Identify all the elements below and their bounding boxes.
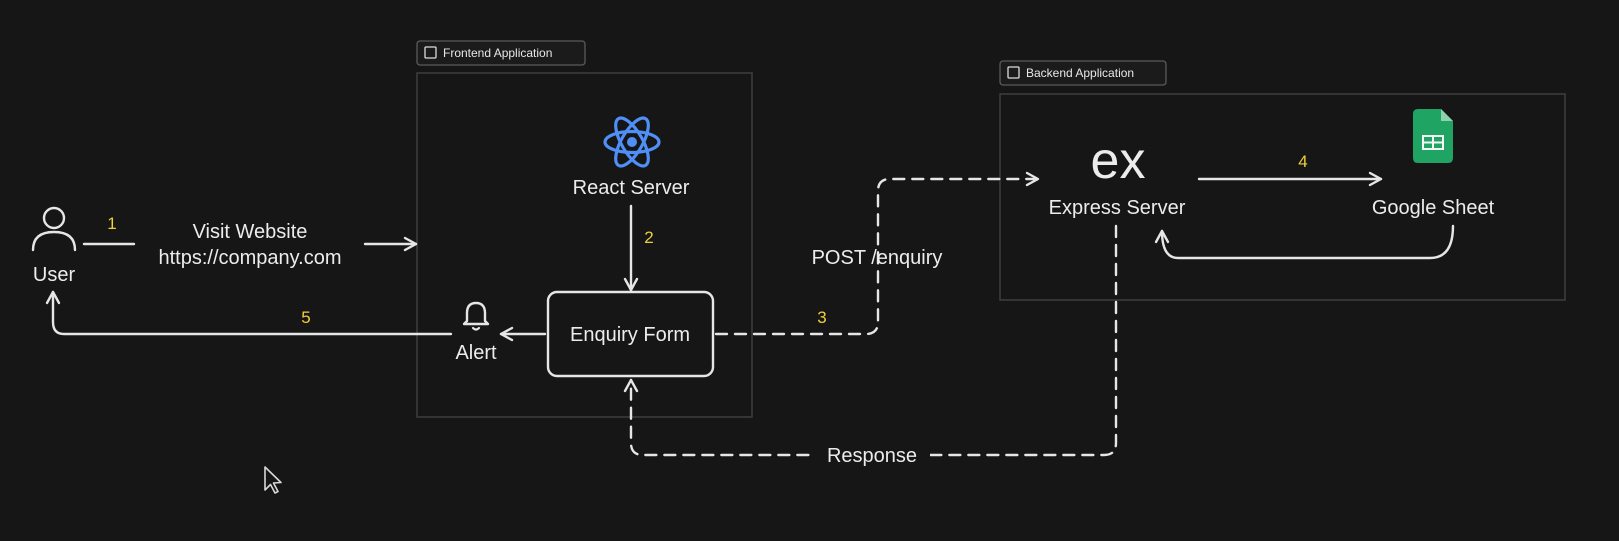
- mouse-cursor-icon: [264, 466, 282, 494]
- backend-group-label: Backend Application: [1026, 66, 1134, 80]
- alert-label: Alert: [455, 342, 497, 364]
- frame-icon: [1007, 66, 1020, 79]
- visit-website-label: Visit Website: [193, 221, 308, 243]
- frontend-group-box: [416, 72, 753, 418]
- step-1-label: 1: [107, 214, 116, 233]
- visit-url-label: https://company.com: [158, 247, 341, 269]
- user-icon: [31, 206, 77, 252]
- backend-group-tag: Backend Application: [999, 60, 1167, 86]
- express-logo-icon: ex: [1091, 132, 1146, 190]
- enquiry-form-node: [546, 290, 715, 378]
- bell-icon: [462, 301, 490, 331]
- sheet-return-edge: [1154, 224, 1455, 260]
- post-enquiry-label: POST /enquiry: [812, 247, 943, 269]
- step-4-label: 4: [1298, 152, 1307, 171]
- user-label: User: [33, 264, 76, 286]
- react-server-label: React Server: [573, 177, 690, 199]
- google-sheet-label: Google Sheet: [1372, 197, 1495, 219]
- post-enquiry-edge: [714, 171, 1040, 336]
- frontend-group-tag: Frontend Application: [416, 40, 586, 66]
- step-2-label: 2: [644, 228, 653, 247]
- google-sheets-icon: [1413, 109, 1453, 163]
- frame-icon: [424, 46, 437, 59]
- frontend-group-label: Frontend Application: [443, 46, 552, 60]
- step-5-label: 5: [301, 308, 310, 327]
- react-logo-icon: [603, 116, 661, 168]
- express-server-label: Express Server: [1049, 197, 1186, 219]
- backend-group-box: [999, 93, 1566, 301]
- step-3-label: 3: [817, 308, 826, 327]
- response-label: Response: [827, 445, 917, 467]
- enquiry-form-label: Enquiry Form: [570, 324, 690, 346]
- alert-to-user-edge: [45, 290, 453, 336]
